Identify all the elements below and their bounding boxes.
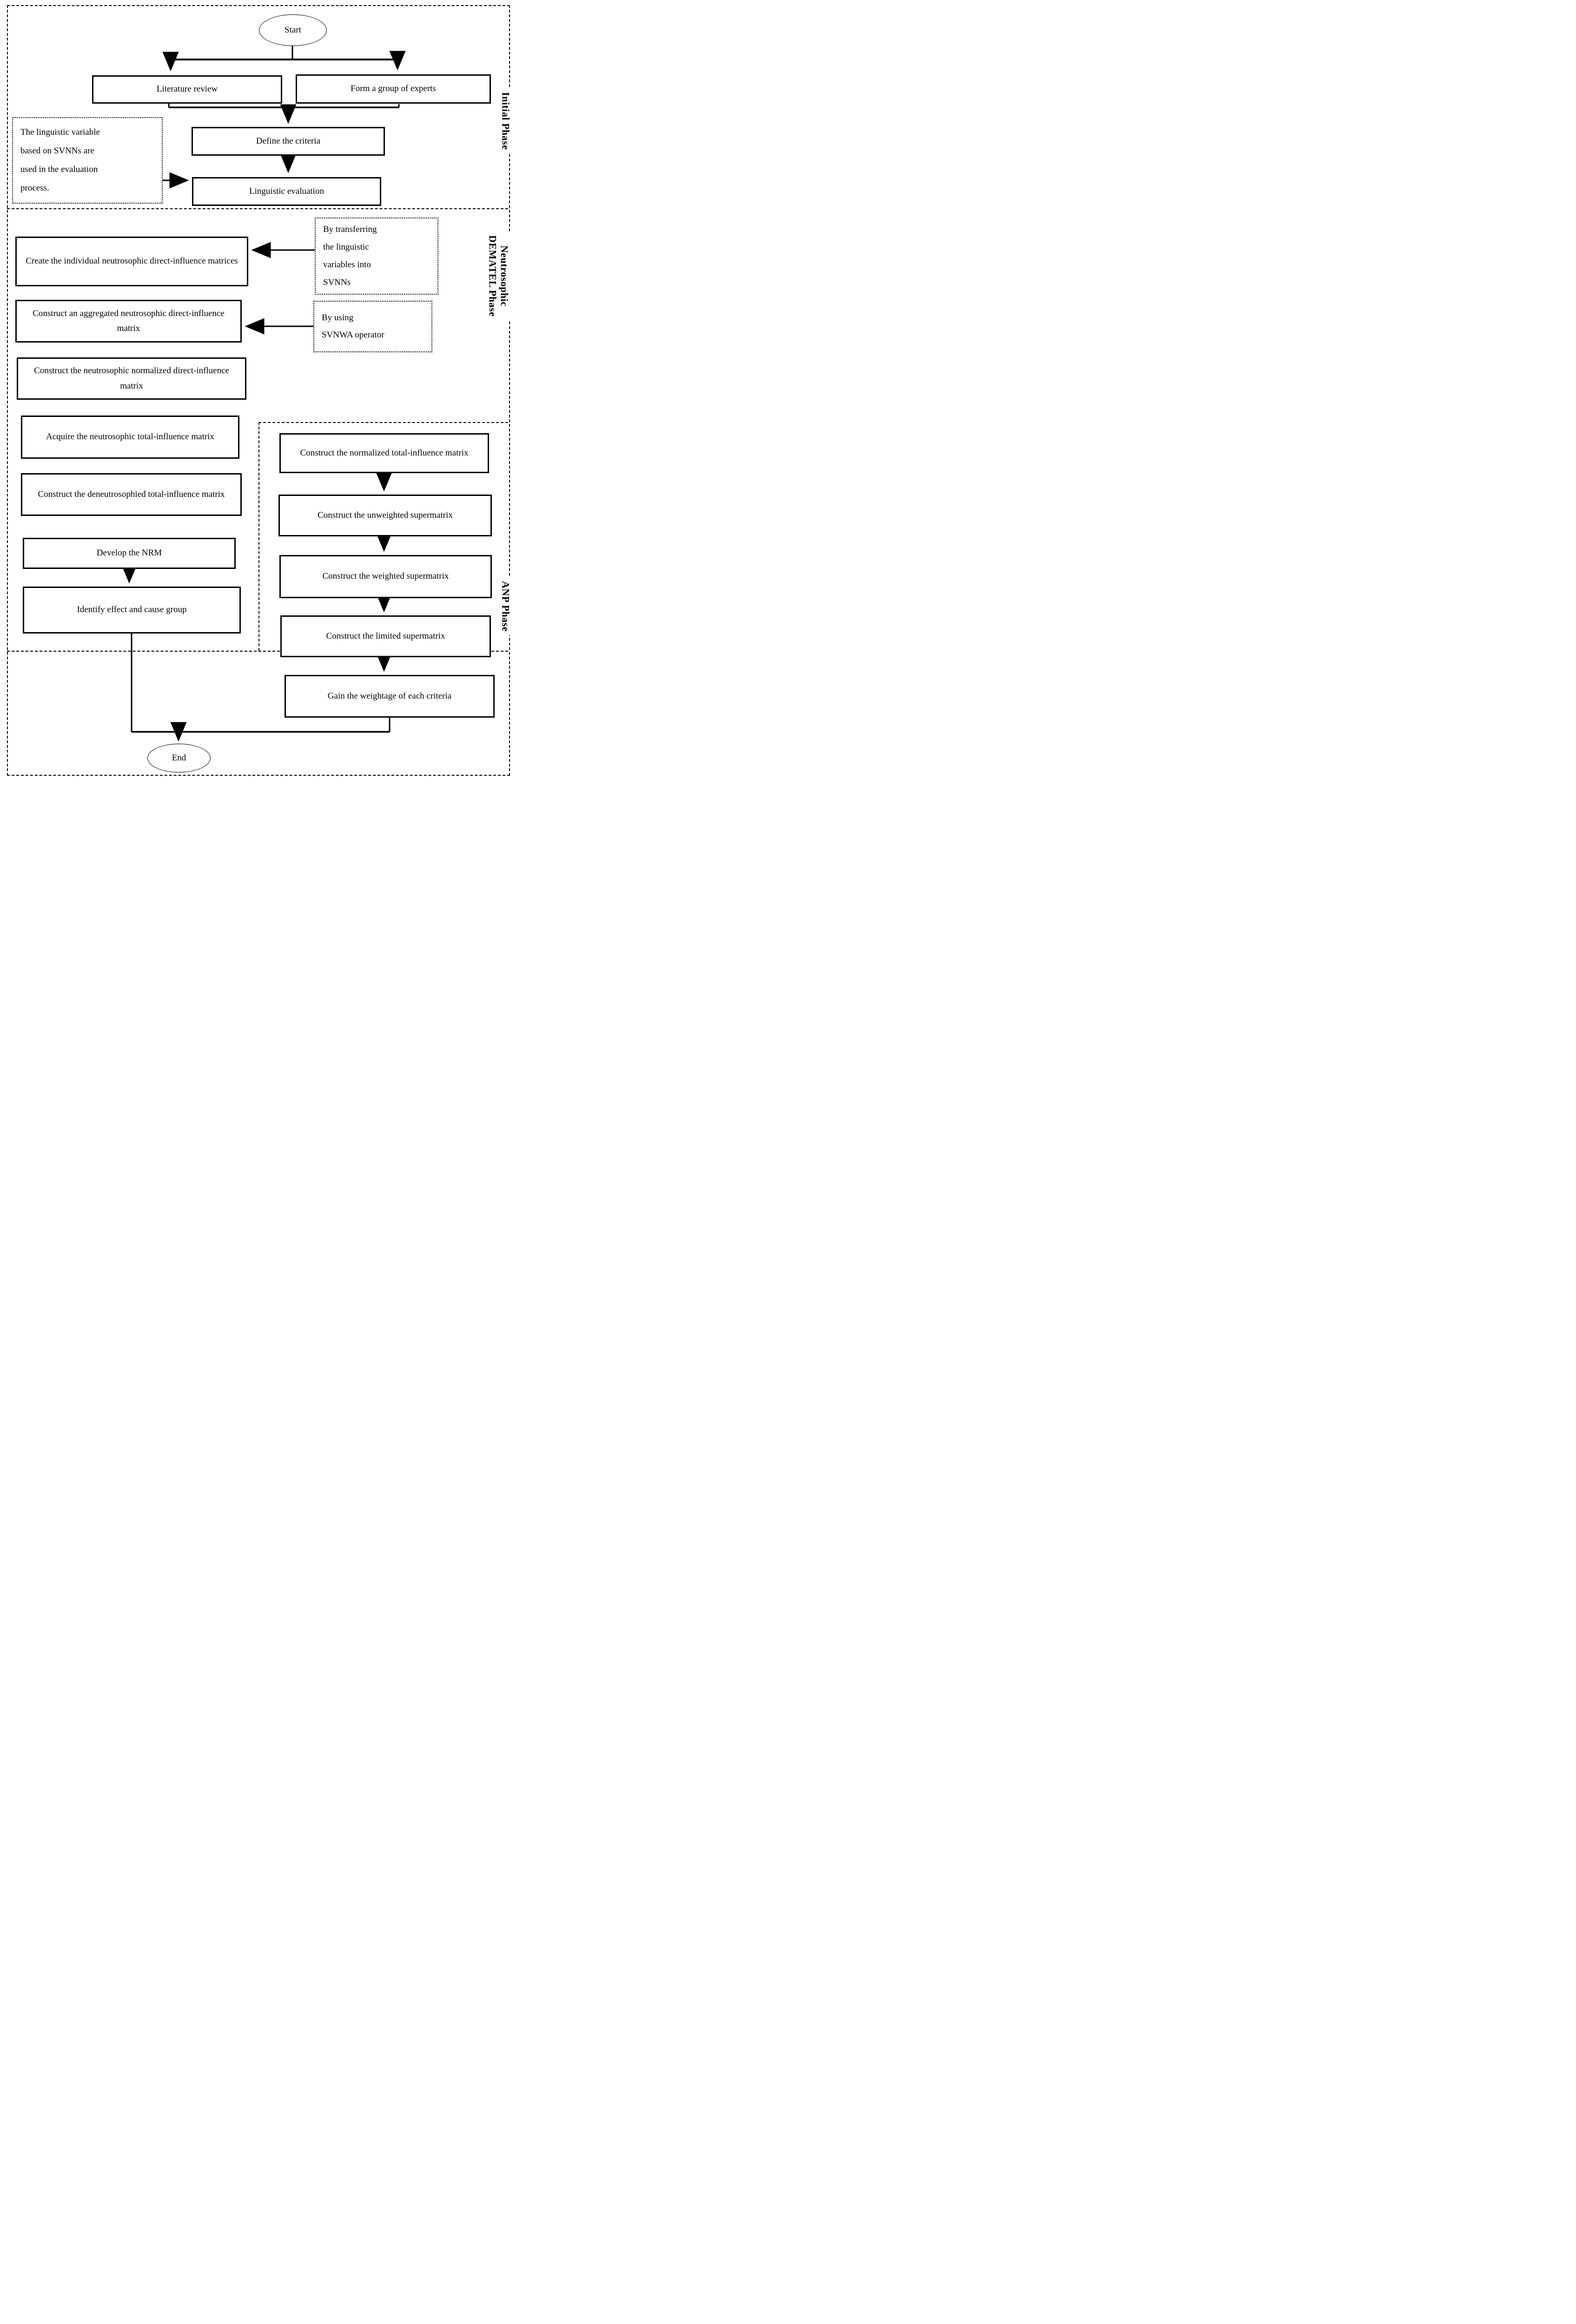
- create-individual-box: Create the individual neutrosophic direc…: [15, 237, 248, 286]
- phase-label-anp: ANP Phase: [499, 577, 512, 635]
- anp-region-top-border: [258, 422, 508, 423]
- aggregated-box: Construct an aggregated neutrosophic dir…: [15, 300, 242, 343]
- anp-region-left-border: [258, 422, 259, 651]
- acquire-total-box: Acquire the neutrosophic total-influence…: [21, 416, 239, 459]
- normalized-total-box: Construct the normalized total-influence…: [279, 433, 489, 473]
- literature-review-box: Literature review: [92, 75, 282, 104]
- dematel-bottom-divider: [7, 651, 508, 652]
- phase-label-initial: Initial Phase: [499, 88, 512, 154]
- end-label: End: [172, 753, 186, 763]
- flowchart-canvas: Start End Literature review Form a group…: [0, 0, 525, 780]
- deneutrosophied-box: Construct the deneutrosophied total-infl…: [21, 473, 242, 516]
- identify-groups-box: Identify effect and cause group: [23, 587, 241, 634]
- limited-supermatrix-box: Construct the limited supermatrix: [280, 615, 491, 657]
- transfer-note: By transferring the linguistic variables…: [315, 218, 438, 295]
- linguistic-evaluation-box: Linguistic evaluation: [192, 177, 381, 206]
- connector-arrows: [121, 45, 406, 742]
- svnn-note: The linguistic variable based on SVNNs a…: [12, 117, 163, 204]
- phase-label-dematel: Neutrosophic DEMATEL Phase: [486, 231, 511, 321]
- start-label: Start: [285, 25, 301, 35]
- develop-nrm-box: Develop the NRM: [23, 538, 236, 569]
- gain-weightage-box: Gain the weightage of each criteria: [285, 675, 495, 718]
- end-terminal: End: [147, 744, 211, 772]
- initial-dematel-divider: [7, 208, 508, 209]
- define-criteria-box: Define the criteria: [192, 127, 385, 156]
- start-terminal: Start: [259, 14, 327, 46]
- outer-region-border: [7, 5, 510, 776]
- normalized-direct-box: Construct the neutrosophic normalized di…: [17, 357, 246, 400]
- form-experts-box: Form a group of experts: [296, 74, 491, 104]
- weighted-supermatrix-box: Construct the weighted supermatrix: [279, 555, 492, 598]
- unweighted-supermatrix-box: Construct the unweighted supermatrix: [278, 495, 492, 536]
- svnwa-note: By using SVNWA operator: [313, 301, 432, 352]
